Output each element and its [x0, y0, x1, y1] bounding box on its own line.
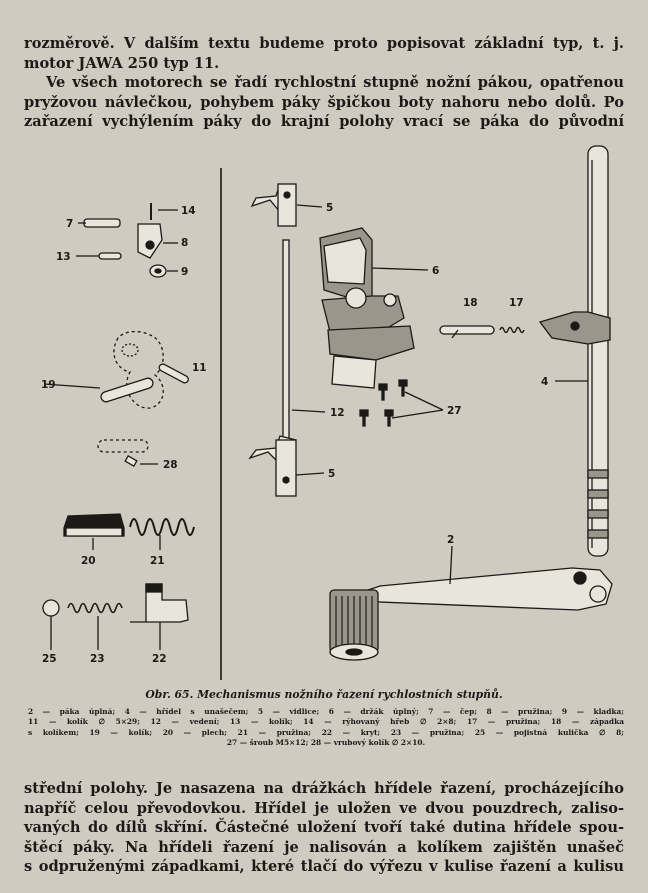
- bottom-line-4: štěcí páky. Na hřídeli řazení je nalisov…: [24, 838, 624, 856]
- legend-line-2: 11 — kolík ∅ 5×29; 12 — vedení; 13 — kol…: [28, 717, 624, 727]
- callout-14: 14: [181, 205, 196, 217]
- part-21-spring: [129, 518, 195, 550]
- part-20-plate: [63, 513, 125, 550]
- top-line-1: rozměrově. V dalším textu budeme proto p…: [24, 35, 624, 52]
- top-line-4: pryžovou návlečkou, pohybem páky špičkou…: [24, 93, 624, 111]
- callout-4: 4: [541, 376, 548, 388]
- top-paragraph: rozměrově. V dalším textu budeme proto p…: [24, 34, 624, 132]
- legend-line-3: s kolíkem; 19 — kolík; 20 — plech; 21 — …: [28, 727, 624, 737]
- callout-5-top: 5: [326, 202, 333, 214]
- part-6-holder: [319, 227, 429, 389]
- part-19-pin-assembly: [43, 330, 164, 409]
- callout-28: 28: [163, 459, 178, 471]
- part-18-pawl: [439, 325, 495, 339]
- part-7-pin: [78, 218, 121, 228]
- callout-20: 20: [81, 555, 96, 567]
- legend-line-4: 27 — šroub M5×12; 28 — vrubový kolík ∅ 2…: [226, 738, 426, 748]
- callout-27: 27: [447, 405, 462, 417]
- figure-legend: 2 — páka úplná; 4 — hřídel s unašečem; 5…: [28, 707, 624, 749]
- part-12-guide-rod: [282, 239, 326, 441]
- part-14-nail: [150, 203, 178, 220]
- bottom-line-5: s odpruženými západkami, které tlačí do …: [24, 858, 624, 876]
- bottom-line-2: napříč celou převodovkou. Hřídel je ulož…: [24, 799, 624, 817]
- part-27-screws: [359, 379, 444, 427]
- bottom-line-3: vaných do dílů skříní. Částečné uložení …: [24, 819, 624, 837]
- top-line-5: zařazení vychýlením páky do krajní poloh…: [24, 113, 624, 131]
- part-17-spring: [499, 326, 525, 334]
- callout-17: 17: [509, 297, 524, 309]
- part-5-fork-bottom: [248, 435, 325, 497]
- part-13-pin: [76, 252, 122, 260]
- part-2-pedal-lever: [329, 545, 613, 661]
- callout-13: 13: [56, 251, 71, 263]
- top-line-2: motor JAWA 250 typ 11.: [24, 54, 220, 72]
- part-23-spring: [67, 602, 123, 650]
- part-4-shaft: [538, 145, 611, 557]
- callout-21: 21: [150, 555, 165, 567]
- part-11-pin: [158, 363, 189, 384]
- callout-11: 11: [192, 362, 207, 374]
- callout-5-bottom: 5: [328, 468, 335, 480]
- callout-23: 23: [90, 653, 105, 665]
- callout-18: 18: [463, 297, 478, 309]
- part-9-roller: [149, 264, 178, 278]
- legend-line-1: 2 — páka úplná; 4 — hřídel s unašečem; 5…: [28, 707, 624, 716]
- callout-22: 22: [152, 653, 167, 665]
- part-25-ball: [42, 599, 60, 650]
- callout-2: 2: [447, 534, 454, 546]
- callout-25: 25: [42, 653, 57, 665]
- callout-7: 7: [66, 218, 73, 230]
- part-22-cover: [130, 583, 189, 650]
- callout-12: 12: [330, 407, 345, 419]
- figure-caption: Obr. 65. Mechanismus nožního řazení rych…: [145, 688, 503, 701]
- bottom-line-1: střední polohy. Je nasazena na drážkách …: [24, 780, 624, 797]
- callout-6: 6: [432, 265, 439, 277]
- bottom-paragraph: střední polohy. Je nasazena na drážkách …: [24, 779, 624, 877]
- callout-8: 8: [181, 237, 188, 249]
- callout-19: 19: [41, 379, 56, 391]
- part-5-fork-top: [250, 183, 323, 227]
- callout-9: 9: [181, 266, 188, 278]
- part-28-notched-pin: [97, 439, 158, 467]
- part-8-spring-bracket: [137, 223, 178, 259]
- top-line-3: Ve všech motorech se řadí rychlostní stu…: [46, 74, 624, 92]
